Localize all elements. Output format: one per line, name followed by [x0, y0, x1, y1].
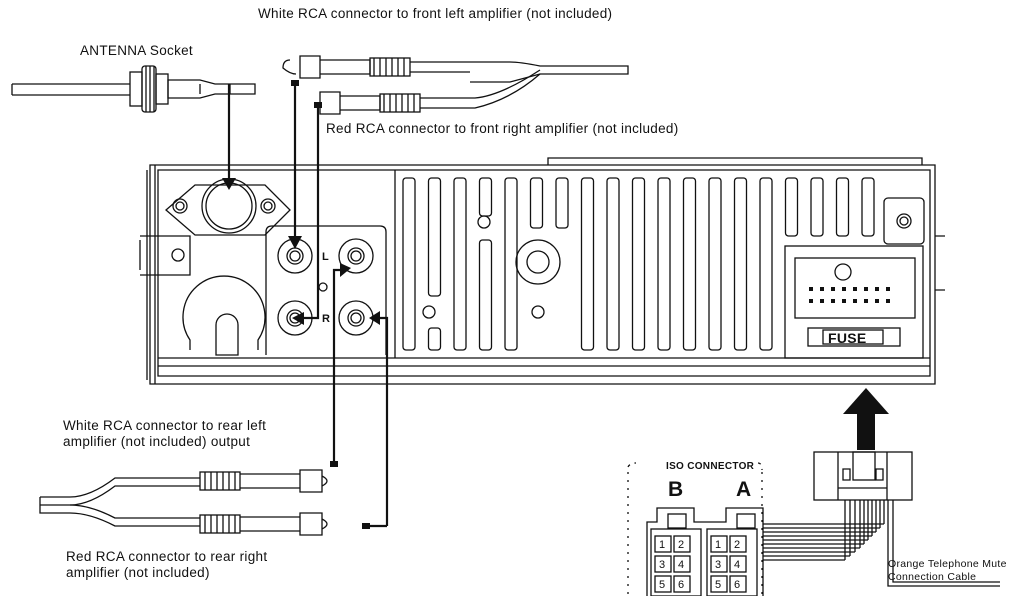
iso-pin-number: 4 — [734, 559, 740, 571]
socket-pin — [809, 287, 813, 291]
iso-pin-number: 1 — [715, 539, 721, 551]
vent-slot — [478, 177, 493, 217]
label-iso-connector: ISO CONNECTOR — [666, 461, 755, 472]
iso-pin-number: 1 — [659, 539, 665, 551]
vent-slot — [555, 177, 569, 229]
iso-plug — [763, 388, 1000, 587]
vent-slot — [810, 177, 824, 237]
socket-pin — [886, 299, 890, 303]
label-rear-right-2: amplifier (not included) — [66, 565, 210, 580]
vent-slot — [861, 177, 875, 237]
vent-slots — [402, 177, 875, 351]
iso-pin-box — [710, 535, 728, 553]
vent-slot — [453, 177, 467, 351]
iso-pin-number: 6 — [678, 579, 684, 591]
vent-slot — [657, 177, 671, 351]
label-r: R — [322, 313, 330, 325]
label-mute-1: Orange Telephone Mute — [888, 558, 1007, 570]
iso-pin-box — [673, 555, 691, 573]
vent-slot — [784, 177, 799, 237]
iso-socket: FUSE — [784, 245, 924, 359]
iso-pin-number: 2 — [678, 539, 684, 551]
front-rca-cables — [282, 55, 629, 115]
socket-pin — [842, 287, 846, 291]
iso-pin-number: 4 — [678, 559, 684, 571]
iso-pin-box — [654, 535, 672, 553]
vent-slot — [733, 177, 748, 351]
iso-pin-box — [654, 555, 672, 573]
label-mute-2: Connection Cable — [888, 571, 976, 583]
vent-slot — [682, 177, 697, 351]
iso-pin-box — [673, 575, 691, 593]
rear-rca-cables — [39, 461, 387, 536]
iso-pin-box — [710, 555, 728, 573]
socket-pin — [853, 287, 857, 291]
iso-pin-box — [710, 575, 728, 593]
label-antenna: ANTENNA Socket — [80, 43, 193, 58]
iso-pin-box — [729, 575, 747, 593]
vent-slot — [402, 177, 416, 351]
socket-pin — [831, 287, 835, 291]
socket-pin — [875, 299, 879, 303]
connection-arrows — [222, 80, 389, 526]
iso-connector: 1 2 3 4 5 6 1 2 3 4 5 6 — [627, 462, 764, 596]
label-iso-a: A — [736, 478, 751, 501]
rca-jacks — [277, 238, 374, 336]
label-front-left: White RCA connector to front left amplif… — [258, 6, 612, 21]
vent-slot — [529, 177, 544, 229]
vent-slot — [759, 177, 773, 351]
label-rear-left-2: amplifier (not included) output — [63, 434, 250, 449]
iso-pin-number: 2 — [734, 539, 740, 551]
vent-slot — [478, 239, 493, 351]
iso-pin-number: 5 — [659, 579, 665, 591]
iso-pin-box — [729, 535, 747, 553]
socket-pin — [820, 299, 824, 303]
label-iso-b: B — [668, 478, 683, 501]
fuse-label: FUSE — [828, 330, 867, 346]
vent-slot — [835, 177, 850, 237]
iso-pin-number: 6 — [734, 579, 740, 591]
iso-pin-number: 3 — [659, 559, 665, 571]
socket-pin — [831, 299, 835, 303]
iso-pin-box — [729, 555, 747, 573]
iso-pin-number: 3 — [715, 559, 721, 571]
label-rear-left-1: White RCA connector to rear left — [63, 418, 266, 433]
label-front-right: Red RCA connector to front right amplifi… — [326, 121, 679, 136]
socket-pin — [875, 287, 879, 291]
vent-slot — [708, 177, 722, 351]
vent-slot — [427, 327, 442, 351]
label-l: L — [322, 251, 329, 263]
socket-pin — [886, 287, 890, 291]
socket-pin — [864, 299, 868, 303]
vent-slot — [427, 177, 442, 297]
vent-slot — [606, 177, 620, 351]
iso-pin-number: 5 — [715, 579, 721, 591]
socket-pin — [842, 299, 846, 303]
iso-pin-box — [654, 575, 672, 593]
socket-pin — [809, 299, 813, 303]
vent-slot — [631, 177, 646, 351]
vent-slot — [580, 177, 595, 351]
socket-pin — [864, 287, 868, 291]
label-rear-right-1: Red RCA connector to rear right — [66, 549, 267, 564]
vent-slot — [504, 177, 518, 351]
iso-pin-box — [673, 535, 691, 553]
socket-pin — [820, 287, 824, 291]
socket-pin — [853, 299, 857, 303]
antenna-plug — [11, 65, 256, 113]
radio-chassis: L R FUSE — [139, 157, 945, 385]
